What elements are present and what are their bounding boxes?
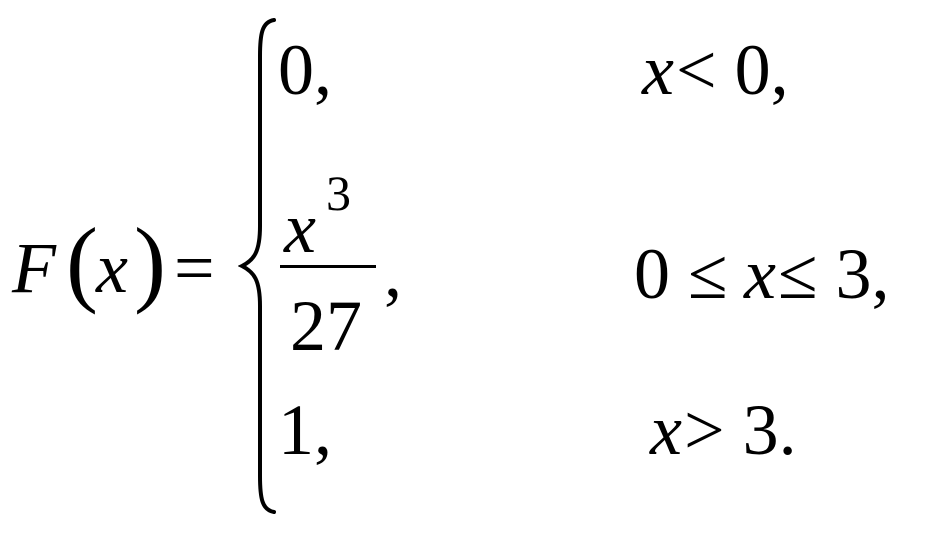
case-2-condition-variable: x	[744, 234, 776, 314]
case-1-value: 0,	[278, 30, 332, 110]
case-2-denominator: 27	[290, 286, 362, 366]
right-parenthesis: )	[134, 208, 166, 315]
case-3-value: 1,	[278, 390, 332, 470]
case-2-comma: ,	[384, 232, 402, 312]
case-2-condition-right: ≤ 3,	[778, 234, 890, 314]
equals-sign: =	[174, 228, 215, 308]
case-2-numerator-exponent: 3	[326, 165, 351, 221]
case-3-condition: > 3.	[684, 390, 797, 470]
function-name: F	[12, 228, 56, 308]
fraction-bar	[280, 265, 376, 268]
case-2-numerator-variable: x	[284, 188, 316, 268]
case-1-condition: < 0,	[676, 30, 789, 110]
case-2-condition-left: 0 ≤	[634, 234, 728, 314]
left-curly-brace	[238, 18, 276, 514]
case-1-condition-variable: x	[642, 30, 674, 110]
case-3-condition-variable: x	[650, 390, 682, 470]
function-variable: x	[96, 228, 128, 308]
left-parenthesis: (	[66, 208, 98, 315]
